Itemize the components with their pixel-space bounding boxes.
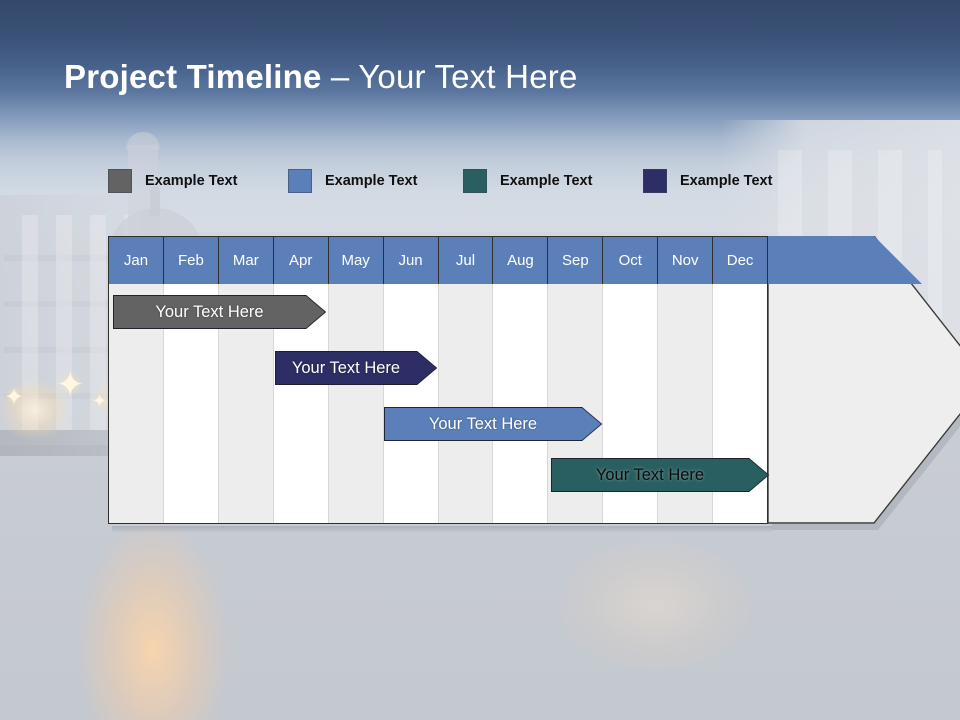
legend-item: Example Text (463, 168, 592, 194)
timeline-grid-shadow (112, 526, 772, 533)
month-header-cell[interactable]: May (329, 237, 384, 284)
month-header-cell[interactable]: Jan (109, 237, 164, 284)
timeline-bar-outline (551, 458, 769, 492)
timeline-bar-outline (113, 295, 326, 329)
month-column (383, 284, 439, 523)
background-star-flare-1: ✦ (56, 366, 85, 404)
month-header-cell[interactable]: Dec (726, 252, 754, 269)
timeline-bar[interactable]: Your Text Here (275, 351, 437, 385)
timeline-bar[interactable]: Your Text Here (113, 295, 326, 329)
legend-label: Example Text (325, 173, 418, 189)
page-title-rest: – Your Text Here (321, 58, 578, 95)
timeline-bar-shape (551, 458, 769, 492)
legend-label: Example Text (500, 173, 593, 189)
month-header-cell[interactable]: Sep (548, 237, 604, 284)
background-bell-tower-cap (126, 132, 160, 150)
timeline-bar-label: Your Text Here (595, 465, 705, 484)
legend-label: Example Text (145, 173, 238, 189)
background-lamp-glow-2 (0, 380, 70, 440)
page-title-bold: Project Timeline (64, 58, 322, 95)
background-star-flare-2: ✦ (4, 384, 25, 411)
timeline-bar-label: Your Text Here (291, 358, 401, 377)
legend-swatch-icon (643, 169, 667, 193)
page-title: Project Timeline – Your Text Here (64, 58, 578, 96)
background-water-reflection-main (78, 520, 228, 720)
month-header-cell[interactable]: Jun (384, 237, 439, 284)
legend-label: Example Text (680, 173, 773, 189)
timeline-bar[interactable]: Your Text Here (384, 407, 602, 441)
background-lamp-glow-4 (560, 540, 750, 670)
month-header-cell[interactable]: Aug (493, 237, 549, 284)
month-header-cell[interactable]: Apr (274, 237, 329, 284)
timeline-bar-label: Your Text Here (155, 302, 264, 321)
legend-item: Example Text (288, 168, 417, 194)
timeline-bar-outline (384, 407, 602, 441)
legend-item: Example Text (643, 168, 772, 194)
month-column (328, 284, 384, 523)
timeline-bar-label: Your Text Here (428, 414, 538, 433)
month-header-cell[interactable]: Nov (658, 237, 714, 284)
timeline-bar[interactable]: Your Text Here (551, 458, 769, 492)
month-header-cell[interactable]: Feb (164, 237, 219, 284)
month-column (438, 284, 494, 523)
legend-swatch-icon (108, 169, 132, 193)
background-dome-spire (150, 186, 160, 216)
legend-swatch-icon (463, 169, 487, 193)
month-header-cell[interactable]: Oct (603, 237, 659, 284)
month-header-cell[interactable]: Mar (219, 237, 274, 284)
legend-swatch-icon (288, 169, 312, 193)
month-header-cell[interactable]: Jul (439, 237, 494, 284)
legend-item: Example Text (108, 168, 237, 194)
timeline-bar-outline (275, 351, 437, 385)
timeline-bar-shape (384, 407, 602, 441)
month-column (493, 284, 549, 523)
background-star-flare-3: ✦ (92, 391, 108, 411)
